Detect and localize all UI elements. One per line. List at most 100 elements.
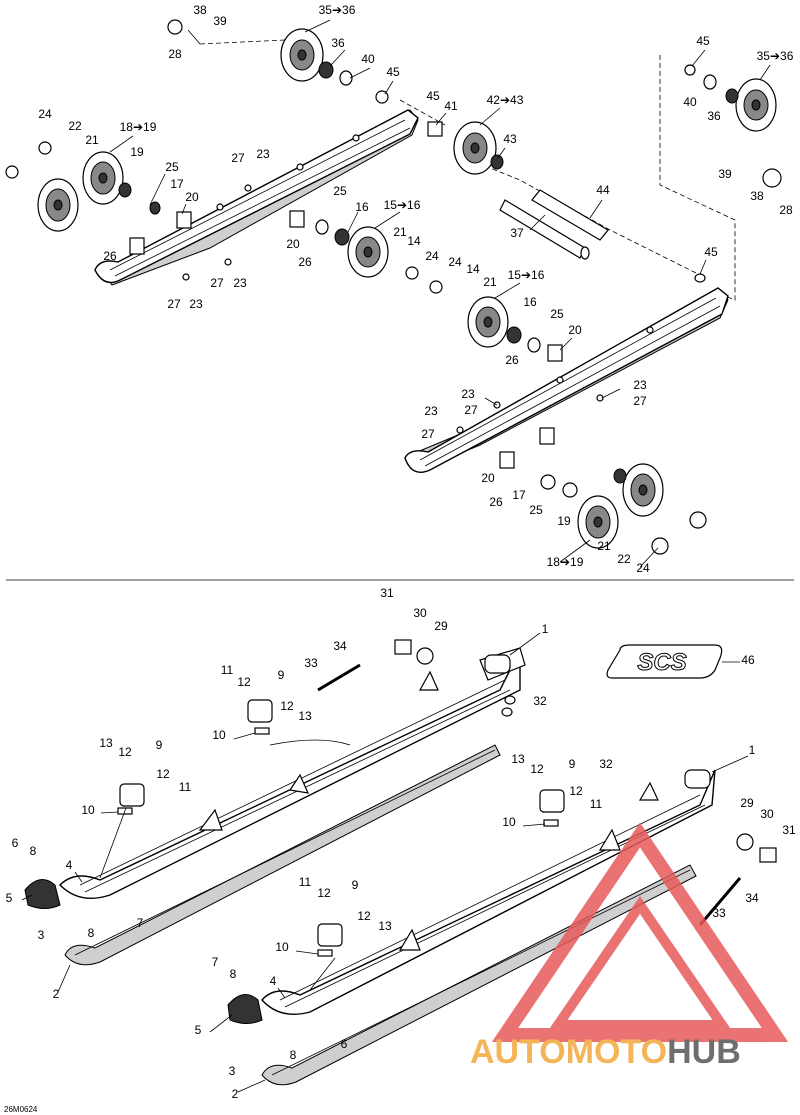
callout-3: 3 [229,1064,236,1078]
callout-28: 28 [779,203,793,217]
callout-1: 1 [749,743,756,757]
callout-29: 29 [434,619,448,633]
idler-wheels-front-left [5,141,124,232]
callout-34: 34 [333,639,347,653]
front-slider-caps [24,879,263,1024]
callout-9: 9 [278,668,285,682]
callout-26: 26 [489,495,503,509]
callout-25: 25 [550,307,564,321]
callout-40: 40 [361,52,375,66]
callout-26: 26 [505,353,519,367]
callout-25: 25 [529,503,543,517]
callout-8: 8 [230,967,237,981]
callout-21: 21 [483,275,497,289]
callout-12: 12 [357,909,371,923]
callout-45: 45 [704,245,718,259]
callout-26: 26 [103,249,117,263]
callout-9: 9 [156,738,163,752]
callout-23: 23 [424,404,438,418]
callout-9: 9 [569,757,576,771]
cross-shaft [499,189,609,260]
callout-8: 8 [30,844,37,858]
callout-25: 25 [333,184,347,198]
callout-27: 27 [210,276,224,290]
callout-11: 11 [179,780,192,794]
callout-21: 21 [597,539,611,553]
callout-20: 20 [481,471,495,485]
callout-13: 13 [511,752,525,766]
callout-12: 12 [530,762,544,776]
callout-19: 19 [130,145,144,159]
callout-13: 13 [298,709,312,723]
callout-12: 12 [569,784,583,798]
callout-35-36: 35➔36 [757,49,794,63]
callout-44: 44 [596,183,610,197]
callout-7: 7 [137,916,144,930]
callout-14: 14 [407,234,421,248]
callout-24: 24 [448,255,462,269]
leader-lines-top [109,19,771,568]
rail-brackets [198,670,659,951]
callout-18-19: 18➔19 [120,120,157,134]
rear-arm-right [404,287,729,473]
rear-arm-left [94,109,419,286]
callout-38: 38 [750,189,764,203]
callout-45: 45 [426,89,440,103]
callout-9: 9 [352,878,359,892]
scs-logo-text: SCS [637,649,686,676]
watermark-triangle-outer [491,822,789,1042]
slide-rail-left [59,647,526,966]
callout-16: 16 [355,200,369,214]
callout-27: 27 [421,427,435,441]
callout-27: 27 [231,151,245,165]
callout-17: 17 [170,177,184,191]
callout-45: 45 [696,34,710,48]
callout-23: 23 [256,147,270,161]
leader-lines-bottom [21,632,749,1093]
callout-8: 8 [290,1048,297,1062]
callout-43: 43 [503,132,517,146]
callout-35-36: 35➔36 [319,3,356,17]
watermark-triangle-inner [548,896,732,1030]
idler-wheel-top [167,19,389,104]
callout-37: 37 [510,226,524,240]
scs-logo: SCS [606,644,740,679]
stopper-assemblies [317,639,777,926]
callout-41: 41 [444,99,458,113]
callout-27: 27 [167,297,181,311]
callout-16: 16 [523,295,537,309]
callout-4: 4 [270,974,277,988]
watermark-logo: AUTOMOTOHUB [470,822,789,1071]
callout-39: 39 [718,167,732,181]
watermark-text-moto: MOTO [566,1033,667,1071]
callout-26: 26 [298,255,312,269]
callout-36: 36 [331,36,345,50]
callout-15-16: 15➔16 [508,268,545,282]
small-parts-top [118,182,706,434]
callout-1: 1 [542,622,549,636]
callout-12: 12 [118,745,132,759]
callout-36: 36 [707,109,721,123]
callout-8: 8 [88,926,95,940]
callout-21: 21 [393,225,407,239]
callout-4: 4 [66,858,73,872]
callout-33: 33 [304,656,318,670]
callout-13: 13 [378,919,392,933]
callout-28: 28 [168,47,182,61]
callout-22: 22 [68,119,82,133]
callout-32: 32 [599,757,613,771]
callout-10: 10 [502,815,516,829]
callout-46: 46 [741,653,755,667]
idler-wheel-center [427,121,504,175]
callout-17: 17 [512,488,526,502]
callout-30: 30 [413,606,427,620]
callout-45: 45 [386,65,400,79]
callout-39: 39 [213,14,227,28]
idler-wheel-top-right [684,64,782,188]
callout-2: 2 [232,1087,239,1101]
callout-31: 31 [782,823,796,837]
idler-wheels-middle-right [467,296,563,362]
callout-12: 12 [317,886,331,900]
